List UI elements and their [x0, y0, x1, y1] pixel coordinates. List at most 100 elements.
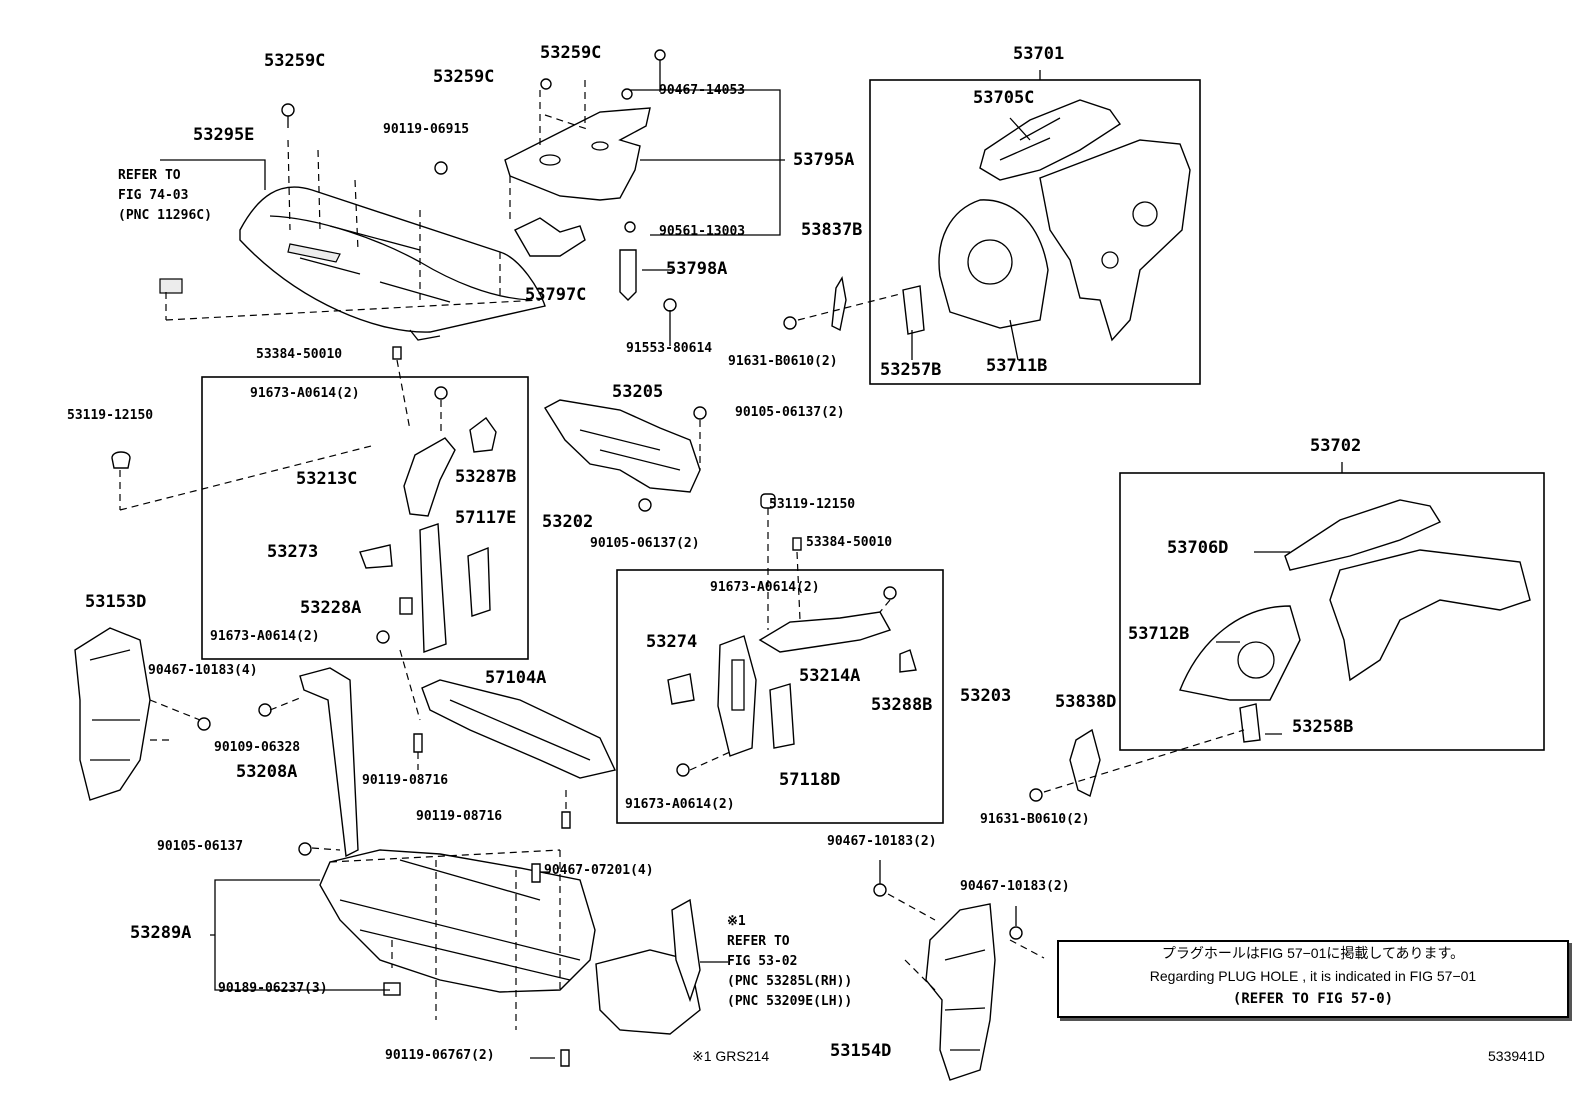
clip-53259c-left	[281, 103, 295, 117]
part-53289a-under-cover	[319, 849, 596, 993]
note-line-ref: (REFER TO FIG 57-0)	[1232, 991, 1394, 1007]
callout-53154d: 53154D	[830, 1041, 892, 1061]
part-53795a-support	[504, 107, 651, 201]
refer-fig-53-02: ※1 REFER TO FIG 53-02 (PNC 53285L(RH)) (…	[727, 912, 852, 1012]
part-53214a-bracket	[758, 611, 892, 653]
callout-91673-a0614-lh-upper: 91673-A0614(2)	[250, 386, 360, 401]
bolt-90105-06137-lower	[638, 498, 652, 512]
callout-57118d: 57118D	[779, 770, 841, 790]
part-53705c-apron-member	[979, 99, 1121, 181]
bolt-91673-a0614-rh-upper	[883, 586, 897, 600]
callout-57117e: 57117E	[455, 508, 517, 528]
group-box-53702	[1119, 472, 1545, 751]
bolt-91673-a0614-lower	[376, 630, 390, 644]
callout-53228a: 53228A	[300, 598, 362, 618]
part-53205-support	[544, 399, 701, 493]
callout-90467-14053: 90467-14053	[659, 83, 746, 98]
callout-53119-12150-rh: 53119-12150	[769, 497, 856, 512]
part-53702-apron	[1329, 549, 1531, 682]
part-53202-support	[419, 523, 447, 653]
bolt-90105-06137-upper	[693, 406, 707, 420]
refer-53-line4: (PNC 53285L(RH))	[727, 974, 853, 989]
callout-53208a: 53208A	[236, 762, 298, 782]
nut-90467-10183-rh-right	[1009, 926, 1023, 940]
refer-74-line2: FIG 74-03	[118, 188, 189, 203]
clip-53259c-top	[654, 49, 666, 61]
part-53153d-seal	[74, 627, 151, 801]
callout-90109-06328: 90109-06328	[214, 740, 301, 755]
bolt-91673-a0614-rh-lower	[676, 763, 690, 777]
footnote-grs214: ※1 GRS214	[692, 1048, 770, 1064]
callout-53273: 53273	[267, 542, 319, 562]
cushion-53384-50010	[392, 346, 402, 360]
washer-90561-13003	[624, 221, 636, 233]
callout-91553-80614: 91553-80614	[626, 341, 713, 356]
group-box-53202	[201, 376, 529, 660]
part-57117e-seal	[467, 546, 491, 617]
part-53208a-brace	[299, 667, 359, 858]
callout-53702: 53702	[1310, 436, 1362, 456]
callout-53797c: 53797C	[525, 285, 587, 305]
callout-53795a: 53795A	[793, 150, 855, 170]
callout-90105-06137-upper: 90105-06137(2)	[735, 405, 845, 420]
callout-53203: 53203	[960, 686, 1012, 706]
part-53287b-seal	[469, 417, 497, 453]
callout-53119-12150-lh: 53119-12150	[67, 408, 154, 423]
callout-53384-50010-rh: 53384-50010	[806, 535, 893, 550]
clip-53259c-mid	[540, 78, 552, 90]
refer-53-line1: ※1	[727, 914, 746, 929]
callout-53274: 53274	[646, 632, 698, 652]
callout-91631-b0610-rh: 91631-B0610(2)	[980, 812, 1090, 827]
part-53706d-apron-member	[1284, 499, 1442, 571]
clip-90189-06237	[383, 982, 401, 996]
refer-74-line3: (PNC 11296C)	[118, 208, 212, 223]
callout-91673-a0614-lh-lower: 91673-A0614(2)	[210, 629, 320, 644]
callout-90119-08716-right: 90119-08716	[416, 809, 503, 824]
callout-90467-10183-rh-right: 90467-10183(2)	[960, 879, 1070, 894]
callout-90119-06915: 90119-06915	[383, 122, 470, 137]
refer-74-line1: REFER TO	[118, 168, 181, 183]
note-line-jp: プラグホールはFIG 57−01に掲載してあります。	[1161, 945, 1465, 961]
callout-90119-06767: 90119-06767(2)	[385, 1048, 495, 1063]
part-53154d-seal	[925, 903, 996, 1081]
callout-53798a: 53798A	[666, 259, 728, 279]
part-53257b-bracket	[902, 285, 925, 335]
callout-53258b: 53258B	[1292, 717, 1354, 737]
refer-53-line2: REFER TO	[727, 934, 790, 949]
refer-fig-74-03: REFER TO FIG 74-03 (PNC 11296C)	[118, 166, 212, 226]
cushion-53384-50010-rh	[792, 537, 802, 551]
callout-90105-06137-lower: 90105-06137(2)	[590, 536, 700, 551]
note-line-en: Regarding PLUG HOLE , it is indicated in…	[1149, 968, 1477, 984]
bolt-90119-06767	[560, 1049, 570, 1067]
plug-hole-note: プラグホールはFIG 57−01に掲載してあります。 Regarding PLU…	[1057, 940, 1569, 1018]
refer-53-line3: FIG 53-02	[727, 954, 798, 969]
part-57118d-seal	[769, 683, 795, 749]
part-53273-bracket	[359, 544, 393, 569]
part-53228a-pad	[399, 597, 413, 615]
callout-53288b: 53288B	[871, 695, 933, 715]
part-53701-apron	[1039, 139, 1191, 342]
callout-53259c-top: 53259C	[540, 43, 602, 63]
callout-53202: 53202	[542, 512, 594, 532]
callout-90467-07201: 90467-07201(4)	[544, 863, 654, 878]
callout-53837b: 53837B	[801, 220, 863, 240]
callout-53289a: 53289A	[130, 923, 192, 943]
bolt-90119-08716-right	[561, 811, 571, 829]
callout-90467-10183-rh-left: 90467-10183(2)	[827, 834, 937, 849]
callout-53214a: 53214A	[799, 666, 861, 686]
part-53712b-wheelhouse	[1179, 605, 1301, 701]
figure-id: 533941D	[1488, 1048, 1545, 1064]
part-53285l-duct	[595, 898, 701, 1035]
part-53797c-bracket	[514, 217, 586, 257]
callout-91631-b0610-lh: 91631-B0610(2)	[728, 354, 838, 369]
callout-53295e: 53295E	[193, 125, 255, 145]
part-53288b-seal	[899, 649, 917, 673]
nut-90467-10183-lh	[197, 717, 211, 731]
refer-53-line5: (PNC 53209E(LH))	[727, 994, 853, 1009]
bolt-91673-a0614-upper	[434, 386, 448, 400]
callout-53705c: 53705C	[973, 88, 1035, 108]
callout-91673-a0614-rh-upper: 91673-A0614(2)	[710, 580, 820, 595]
leader-53295e	[160, 159, 266, 190]
